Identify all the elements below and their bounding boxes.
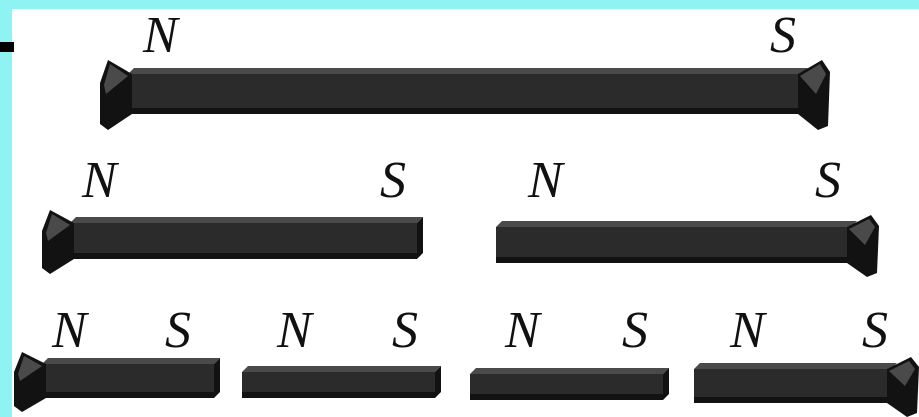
row2-magnet1-north-label: N [82, 155, 117, 207]
row3-magnet4 [692, 355, 919, 417]
row3-magnet2-north-label: N [277, 305, 312, 357]
magnet-top-face [42, 358, 220, 364]
row2-magnet2 [494, 213, 879, 277]
magnet-shadow [242, 392, 435, 398]
magnet-shadow [42, 392, 214, 398]
magnet-end-cap [214, 358, 220, 398]
magnet-top-face [128, 68, 808, 74]
magnet-end-cap [417, 217, 423, 259]
row1-magnet1-south-label: S [770, 10, 796, 62]
magnet-shadow [470, 394, 663, 400]
row3-magnet3 [468, 364, 673, 410]
row2-magnet2-south-label: S [815, 155, 841, 207]
magnet-shadow [70, 253, 417, 259]
row3-magnet1 [14, 350, 224, 412]
row2-magnet1 [42, 208, 427, 274]
magnet-shadow [496, 257, 851, 263]
row3-magnet4-south-label: S [862, 305, 888, 357]
corner-mark [0, 42, 14, 52]
magnet-top-face [70, 217, 423, 223]
row2-magnet1-south-label: S [380, 155, 406, 207]
row1-magnet1 [100, 58, 830, 130]
row3-magnet4-north-label: N [730, 305, 765, 357]
magnet-top-face [694, 363, 897, 369]
row3-magnet2-south-label: S [392, 305, 418, 357]
row3-magnet3-north-label: N [505, 305, 540, 357]
magnet-shadow [694, 397, 891, 403]
magnet-shadow [128, 108, 802, 114]
row2-magnet2-north-label: N [528, 155, 563, 207]
row3-magnet2 [240, 362, 445, 408]
row1-magnet1-north-label: N [143, 10, 178, 62]
magnet-top-face [496, 221, 857, 227]
magnet-top-face [242, 366, 441, 372]
magnet-top-face [470, 368, 669, 374]
row3-magnet3-south-label: S [622, 305, 648, 357]
